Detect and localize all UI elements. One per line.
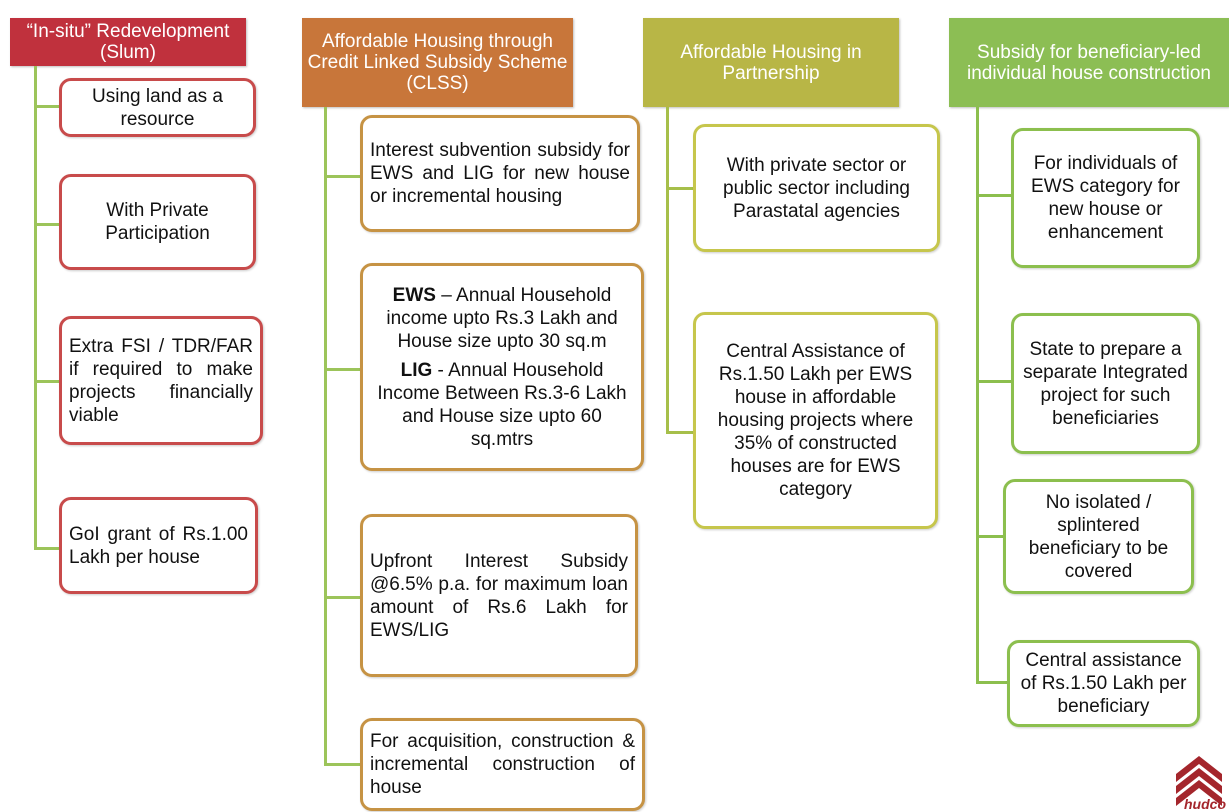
item-text: Central Assistance of Rs.1.50 Lakh per E…: [717, 341, 914, 500]
column-4-item-3: No isolated / splintered beneficiary to …: [1003, 479, 1194, 594]
column-4-header: Subsidy for beneficiary-led individual h…: [949, 18, 1229, 107]
connector: [666, 187, 694, 190]
lig-criteria: LIG - Annual Household Income Between Rs…: [370, 359, 634, 451]
item-text: No isolated / splintered beneficiary to …: [1028, 491, 1169, 582]
connector: [976, 194, 1012, 197]
column-2-item-2: EWS – Annual Household income upto Rs.3 …: [360, 263, 644, 471]
item-text: GoI grant of Rs.1.00 Lakh per house: [69, 523, 248, 568]
connector: [324, 596, 360, 599]
column-1-item-1: Using land as a resource: [59, 78, 256, 137]
lig-label: LIG: [400, 359, 433, 381]
column-2-connector: [324, 107, 327, 766]
connector: [976, 380, 1012, 383]
column-4-item-1: For individuals of EWS category for new …: [1011, 128, 1200, 268]
connector: [324, 175, 360, 178]
item-text: With private sector or public sector inc…: [723, 154, 910, 222]
connector: [34, 380, 60, 383]
column-1-item-3: Extra FSI / TDR/FAR if required to make …: [59, 316, 263, 445]
item-text: For individuals of EWS category for new …: [1031, 153, 1180, 243]
item-text: Upfront Interest Subsidy @6.5% p.a. for …: [370, 550, 628, 641]
column-3-header: Affordable Housing in Partnership: [643, 18, 899, 107]
column-2-item-4: For acquisition, construction & incremen…: [360, 718, 645, 811]
connector: [976, 535, 1004, 538]
column-1-header: “In-situ” Redevelopment (Slum): [10, 18, 246, 66]
connector: [324, 763, 360, 766]
ews-criteria: EWS – Annual Household income upto Rs.3 …: [370, 284, 634, 353]
column-3-connector: [666, 107, 669, 433]
connector: [976, 681, 1008, 684]
connector: [324, 368, 360, 371]
item-text: Using land as a resource: [92, 85, 223, 130]
item-text: Central assistance of Rs.1.50 Lakh per b…: [1020, 650, 1187, 717]
connector: [34, 223, 60, 226]
item-text: State to prepare a separate Integrated p…: [1023, 338, 1188, 429]
item-text: With Private Participation: [105, 200, 210, 244]
column-1-item-2: With Private Participation: [59, 174, 256, 270]
logo-text: hudco: [1184, 796, 1226, 812]
item-text: For acquisition, construction & incremen…: [370, 731, 635, 798]
column-3-item-2: Central Assistance of Rs.1.50 Lakh per E…: [693, 312, 938, 529]
lig-text: - Annual Household Income Between Rs.3-6…: [377, 359, 627, 450]
column-4-item-2: State to prepare a separate Integrated p…: [1011, 313, 1200, 454]
column-3-item-1: With private sector or public sector inc…: [693, 124, 940, 252]
column-2-item-1: Interest subvention subsidy for EWS and …: [360, 115, 640, 232]
ews-text: – Annual Household income upto Rs.3 Lakh…: [386, 284, 618, 352]
connector: [34, 105, 60, 108]
connector: [34, 547, 60, 550]
column-4-item-4: Central assistance of Rs.1.50 Lakh per b…: [1007, 640, 1200, 727]
ews-label: EWS: [392, 284, 436, 306]
column-1-item-4: GoI grant of Rs.1.00 Lakh per house: [59, 497, 258, 594]
hudco-logo-icon: [1176, 756, 1222, 806]
item-text: Extra FSI / TDR/FAR if required to make …: [69, 335, 253, 426]
column-1-connector: [34, 66, 37, 550]
column-4-connector: [976, 107, 979, 684]
item-text: Interest subvention subsidy for EWS and …: [370, 140, 630, 207]
column-2-item-3: Upfront Interest Subsidy @6.5% p.a. for …: [360, 514, 638, 677]
column-2-header: Affordable Housing through Credit Linked…: [302, 18, 573, 107]
connector: [666, 431, 694, 434]
